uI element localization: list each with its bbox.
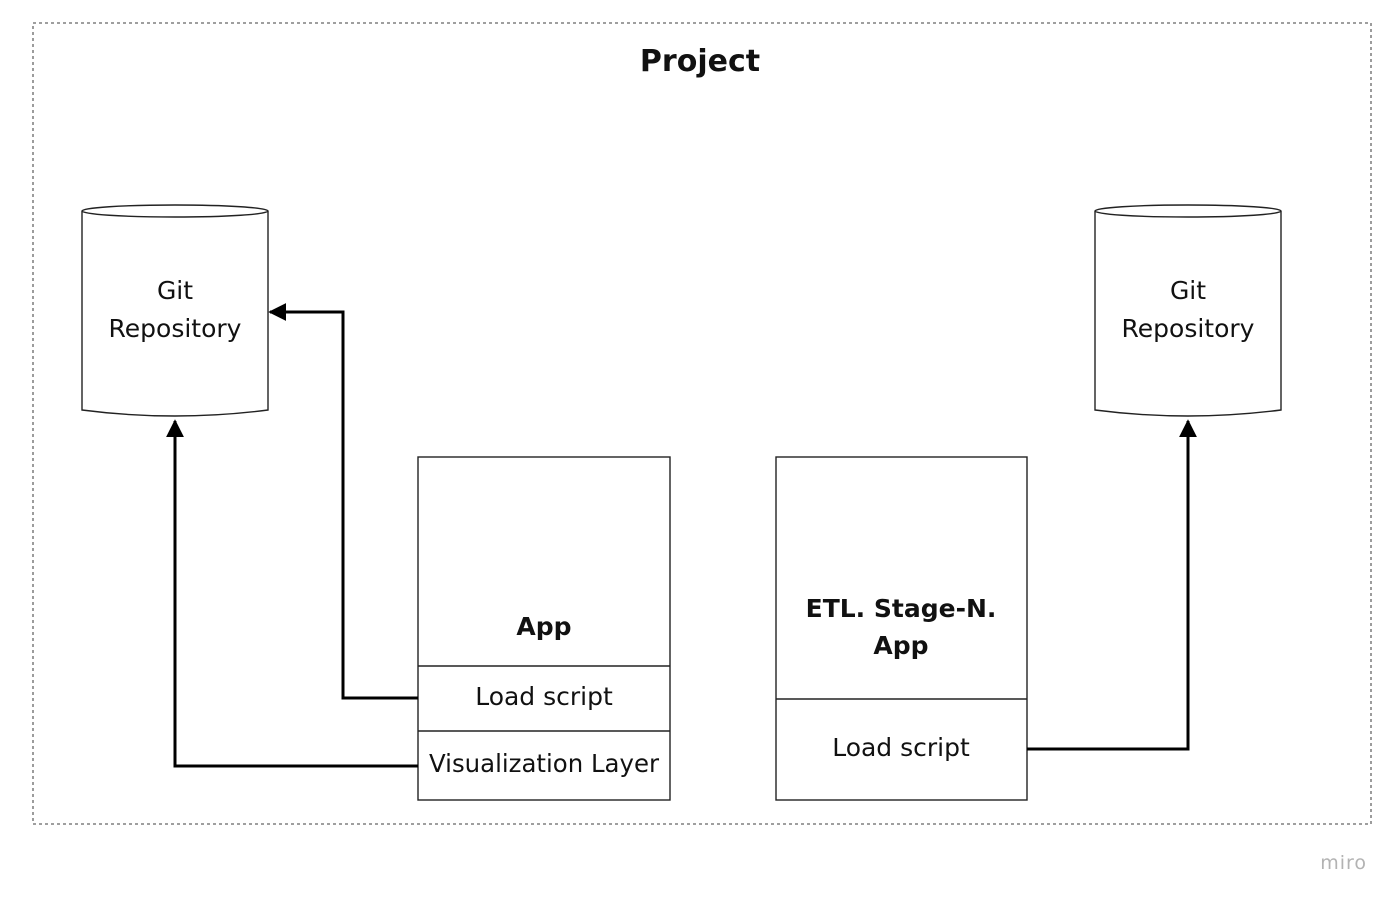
- app-box[interactable]: App Load script Visualization Layer: [417, 456, 671, 801]
- arrow-load-script-to-left-repo[interactable]: [268, 303, 418, 700]
- etl-title-line1: ETL. Stage-N.: [806, 594, 997, 623]
- app-title: App: [516, 612, 571, 641]
- repository-left-top: [81, 204, 269, 218]
- project-frame: Project: [32, 22, 1372, 825]
- repository-right-top: [1094, 204, 1282, 218]
- repository-left-label-line2: Repository: [109, 314, 242, 343]
- repository-right-label-line2: Repository: [1122, 314, 1255, 343]
- etl-title-line2: App: [873, 631, 928, 660]
- git-repository-right[interactable]: Git Repository: [1094, 204, 1282, 417]
- miro-watermark: miro: [1320, 852, 1367, 874]
- app-visualization-layer-section[interactable]: Visualization Layer: [429, 749, 660, 778]
- arrow-etl-load-script-to-right-repo[interactable]: [1027, 419, 1197, 751]
- git-repository-left[interactable]: Git Repository: [81, 204, 269, 417]
- repository-right-body: [1094, 211, 1282, 417]
- repository-left-label-line1: Git: [157, 276, 193, 305]
- repository-right-label-line1: Git: [1170, 276, 1206, 305]
- repository-left-body: [81, 211, 269, 417]
- etl-load-script-section[interactable]: Load script: [832, 733, 970, 762]
- etl-box-outline: [775, 456, 1028, 801]
- app-box-outline: [417, 456, 671, 801]
- project-title: Project: [640, 44, 760, 79]
- arrow-visualization-layer-to-left-repo[interactable]: [166, 419, 418, 768]
- etl-stage-app-box[interactable]: ETL. Stage-N. App Load script: [775, 456, 1028, 801]
- app-load-script-section[interactable]: Load script: [475, 682, 613, 711]
